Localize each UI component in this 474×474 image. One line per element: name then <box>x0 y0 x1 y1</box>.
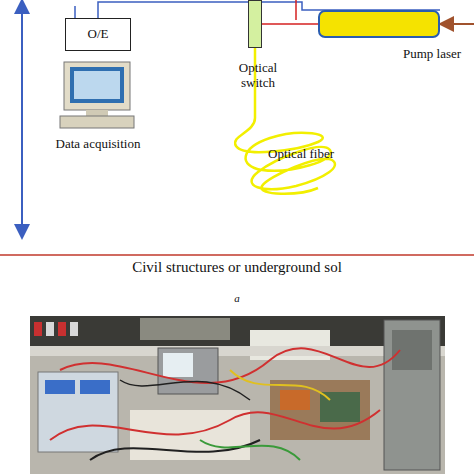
node-label: Optical switch <box>224 60 292 90</box>
optical-switch-outline <box>248 0 262 48</box>
computer-symbol <box>58 60 136 130</box>
pump-laser: Pump laser <box>316 6 466 82</box>
annotation-text: Optical fiber <box>268 146 378 161</box>
node-label: Pump laser <box>402 46 462 61</box>
process-box: O/E <box>65 18 131 51</box>
pump-laser-outline <box>318 10 440 38</box>
separator-line <box>0 254 474 256</box>
signal-wire <box>295 0 297 20</box>
panel-letter: a <box>0 291 474 306</box>
computer-icon-outline <box>58 60 136 130</box>
optical-switch: Optical switch <box>222 0 296 96</box>
lab-photo <box>30 316 445 474</box>
node-label: O/E <box>65 26 131 41</box>
signal-wire <box>74 6 76 18</box>
fiber-link <box>262 23 318 25</box>
annotation-text: Civil structures or underground sol <box>0 259 474 276</box>
double-arrow <box>21 6 23 232</box>
node-label: Data acquisition <box>28 136 168 151</box>
computer-icon: Data acquisition <box>28 60 168 156</box>
pump-arrow <box>446 23 474 25</box>
